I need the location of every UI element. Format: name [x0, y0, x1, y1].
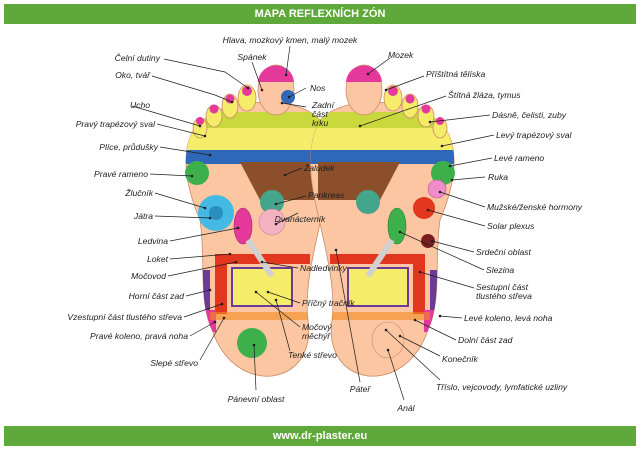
left-toe-5-tip — [196, 117, 204, 125]
left-duodenum — [258, 208, 286, 236]
label-pricny-tracnik: Příčný tračník — [302, 298, 355, 308]
left-pelvic-area — [237, 328, 267, 358]
right-kidney — [387, 207, 407, 245]
label-dvanactornik: Dvanácterník — [275, 214, 326, 224]
right-lung-zone — [310, 128, 455, 150]
label-leve-koleno: Levé koleno, levá noha — [464, 313, 553, 323]
label-pankreas: Pankreas — [308, 190, 345, 200]
label-loket: Loket — [147, 254, 169, 264]
right-small-intestine — [347, 267, 409, 307]
label-horni-cast-zad: Horní část zad — [129, 291, 185, 301]
title-bar: MAPA REFLEXNÍCH ZÓN — [4, 4, 636, 24]
left-toe-4-tip — [209, 104, 219, 114]
label-prave-rameno: Pravé rameno — [94, 169, 148, 179]
right-diaphragm-blue — [310, 150, 455, 164]
label-slepe-strevo: Slepé střevo — [150, 358, 198, 368]
label-spanek: Spánek — [237, 52, 267, 62]
left-pelvic-band — [210, 312, 320, 320]
label-mozek: Mozek — [388, 50, 414, 60]
right-big-toe-tip — [346, 65, 382, 82]
left-kidney — [233, 207, 253, 245]
right-toe-4-tip — [421, 104, 431, 114]
label-mocovod: Močovod — [131, 271, 166, 281]
label-sestupni: Sestupní část tlustého střeva — [476, 282, 532, 301]
right-leader-lines — [334, 57, 495, 401]
label-jatra: Játra — [133, 211, 153, 221]
label-dasne: Dásně, čelisti, zuby — [492, 110, 567, 120]
right-rectum-zone — [371, 321, 405, 359]
label-zlucnik: Žlučník — [124, 188, 153, 198]
footer-url[interactable]: www.dr-plaster.eu — [272, 430, 368, 442]
left-toe-2-tip — [242, 86, 252, 96]
left-ascending-colon — [215, 254, 227, 314]
right-hormone-zone — [427, 179, 447, 199]
label-panevni-oblast: Pánevní oblast — [228, 394, 285, 404]
label-celni-dutiny: Čelní dutiny — [115, 53, 161, 63]
label-ledvina: Ledvina — [138, 236, 168, 246]
label-zadni-cast-krku: Zadní část krku — [311, 100, 336, 128]
label-slezina: Slezina — [486, 265, 514, 275]
label-mocovy-mechyr: Močový měchýř — [302, 322, 334, 341]
label-trislo: Tříslo, vejcovody, lymfatické uzliny — [436, 382, 568, 392]
left-leader-lines — [131, 45, 307, 391]
label-vzestupni: Vzestupní část tlustého střeva — [67, 312, 182, 322]
right-stomach-zone — [318, 162, 400, 200]
left-gallbladder-core — [209, 206, 223, 220]
label-pravy-trapezovy-sval: Pravý trapézový sval — [76, 119, 156, 129]
label-ucho: Ucho — [130, 100, 150, 110]
label-muzske: Mužské/ženské hormony — [487, 202, 583, 212]
label-pristitna: Příštítná tělíska — [426, 69, 485, 79]
label-leve-rameno: Levé rameno — [494, 153, 544, 163]
right-pelvic-band — [320, 312, 430, 320]
label-plice: Plíce, průdušky — [99, 142, 158, 152]
label-pater: Páteř — [350, 384, 372, 394]
label-levy-trapezovy-sval: Levý trapézový sval — [496, 130, 573, 140]
left-big-toe-tip — [258, 65, 294, 82]
label-anal: Anál — [396, 403, 415, 413]
right-ureter — [365, 238, 395, 278]
label-tenke-strevo: Tenké střevo — [288, 350, 337, 360]
label-nos: Nos — [310, 83, 326, 93]
label-nadledvinky: Nadledvinky — [300, 263, 348, 273]
left-diaphragm-blue — [185, 150, 330, 164]
left-foot — [185, 64, 331, 377]
label-prave-koleno: Pravé koleno, pravá noha — [90, 331, 188, 341]
left-small-intestine — [231, 267, 293, 307]
left-back-zone — [185, 270, 210, 310]
label-hlava: Hlava, mozkový kmen, malý mozek — [223, 35, 358, 45]
page-title: MAPA REFLEXNÍCH ZÓN — [254, 8, 386, 20]
label-zaludek: Žaludek — [303, 163, 335, 173]
right-pancreas — [356, 190, 380, 214]
label-srdecni: Srdeční oblast — [476, 247, 532, 257]
right-shoulder — [431, 161, 455, 185]
label-konecnik: Konečník — [442, 354, 479, 364]
label-stitna: Štítná žláza, tymus — [448, 90, 521, 100]
left-labels: Čelní dutiny Hlava, mozkový kmen, malý m… — [67, 35, 358, 404]
label-dolni-cast-zad: Dolní část zad — [458, 335, 513, 345]
right-toe-3-tip — [405, 94, 415, 104]
right-heart-zone — [421, 234, 435, 248]
right-labels: Mozek Příštítná tělíska Štítná žláza, ty… — [350, 50, 583, 413]
left-lung-zone — [185, 128, 330, 150]
left-pancreas — [260, 190, 284, 214]
right-descending-colon — [413, 254, 425, 314]
label-ruka: Ruka — [488, 172, 508, 182]
left-ureter — [245, 238, 275, 278]
left-stomach-zone — [240, 162, 322, 200]
left-shoulder — [185, 161, 209, 185]
footer-bar: www.dr-plaster.eu — [4, 426, 636, 446]
label-oko-tvar: Oko, tvář — [115, 70, 151, 80]
label-solar: Solar plexus — [487, 221, 535, 231]
right-solar-plexus — [413, 197, 435, 219]
